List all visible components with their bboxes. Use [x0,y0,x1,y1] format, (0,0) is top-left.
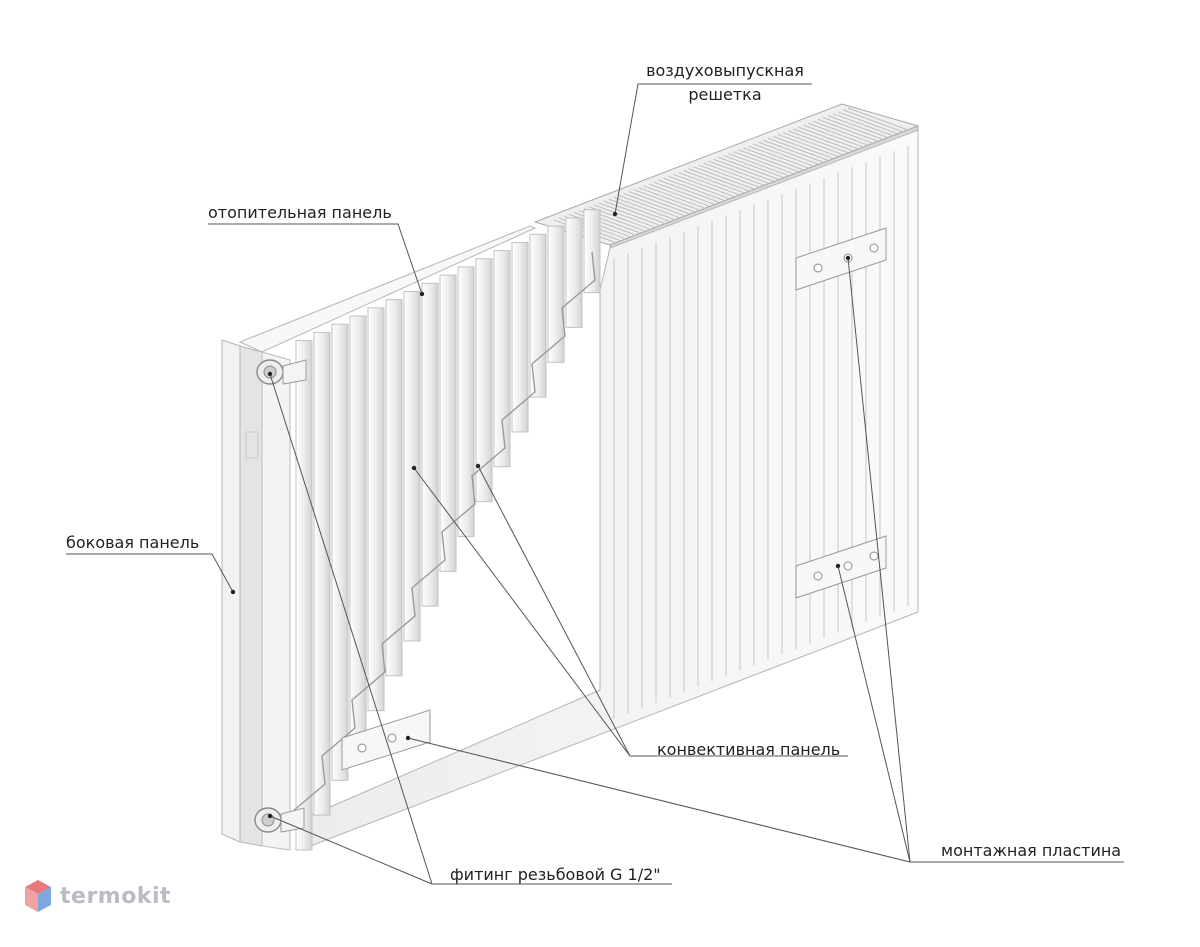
convector-fin [349,315,367,746]
grille-slot [842,109,904,133]
brand-name: termokit [60,883,172,909]
leader-dots [230,211,851,819]
grille-slot [688,168,749,192]
label-vent-grille-line1: воздуховыпускная [646,61,804,80]
grille-slot [708,160,769,184]
leader-convect-b [477,465,631,757]
cut-edge-zigzag [291,251,596,813]
convector-fin [295,340,313,851]
leader-mount-b [837,565,911,863]
grille-slot [613,196,674,220]
grille-slot [738,149,799,173]
grille-slot [598,202,660,226]
grille-slot [663,177,724,201]
grille-slot [683,170,744,194]
convector-fin [547,225,565,363]
grille-slot [817,118,879,142]
grille-slot [668,175,729,199]
side-panel-shape [221,339,263,847]
grille-slot [718,156,779,180]
grille-slot [698,164,759,188]
convector-fin [331,323,349,781]
grille-slot [648,183,709,207]
label-vent-grille-line2: решетка [688,85,762,104]
grille-slot [638,187,699,211]
convector-fin [493,250,511,468]
convector-fin [313,331,331,816]
convector-fin [367,307,385,712]
label-convection-panel: конвективная панель [657,740,841,759]
convector-fin [403,291,421,642]
grille-slot [763,139,824,163]
brand-watermark: termokit [24,879,171,913]
grille-slot [593,204,655,228]
leader-mount-c [407,737,911,863]
rear-panel-edge [261,351,291,851]
grille-slot [802,124,864,148]
heating-panel-shape [238,225,537,353]
grille-slot [658,179,719,203]
cut-edge-line [291,251,596,813]
grille-slot [807,122,869,146]
leader-fitting-b [269,815,433,885]
mounting-plate-lower-shape [795,535,887,599]
grille-slot [778,134,839,158]
grille-slot [837,111,899,135]
convector-fin [565,217,583,328]
leader-vent [614,83,812,215]
label-heating-panel: отопительная панель [208,203,392,222]
grille-slot [693,166,754,190]
grille-slot [827,115,889,139]
grille-slot [797,126,859,150]
convector-fin [421,282,439,607]
brand-logo-icon [25,880,51,912]
grille-slot [832,113,894,137]
grille-slot [723,154,784,178]
grille-slot [603,200,665,224]
grille-slot [768,137,829,161]
grille-slot [643,185,704,209]
grille-slot [633,189,694,213]
label-vent-grille: воздуховыпускная решетка [620,61,830,105]
label-mounting-plate: монтажная пластина [941,841,1122,860]
grille-slot [753,143,814,167]
leader-lines [66,83,1124,885]
convector-fin [583,209,601,294]
grille-slot [748,145,809,169]
grille-slot [653,181,714,205]
convector-fin [511,241,529,433]
mounting-plate-upper-shape [795,227,887,291]
grille-slot [743,147,804,171]
grille-slot [783,132,844,156]
grille-slot [812,120,874,144]
grille-slot [673,173,734,197]
grille-slot [733,151,794,175]
convector-fin [457,266,475,537]
label-side-panel: боковая панель [66,533,200,552]
grille-slot [628,191,689,214]
grille-slot [623,192,684,216]
convector-fin [439,274,457,572]
grille-slot [758,141,819,165]
grille-slot [822,117,884,140]
grille-slot [788,130,849,154]
fitting-bottom-shape [254,807,305,833]
grille-slot [678,172,739,196]
grille-slot [703,162,764,186]
convector-fin [385,299,403,677]
grille-slot [793,128,854,152]
convector-fin [475,258,493,503]
leader-heating [208,223,423,295]
leader-side [66,553,234,593]
grille-slot [713,158,774,182]
grille-slot [773,136,834,159]
grille-slot [847,107,909,131]
grille-slot [608,198,669,222]
grille-slot [728,153,789,177]
label-fitting: фитинг резьбовой G 1/2" [450,865,661,884]
grille-slot [618,194,679,218]
